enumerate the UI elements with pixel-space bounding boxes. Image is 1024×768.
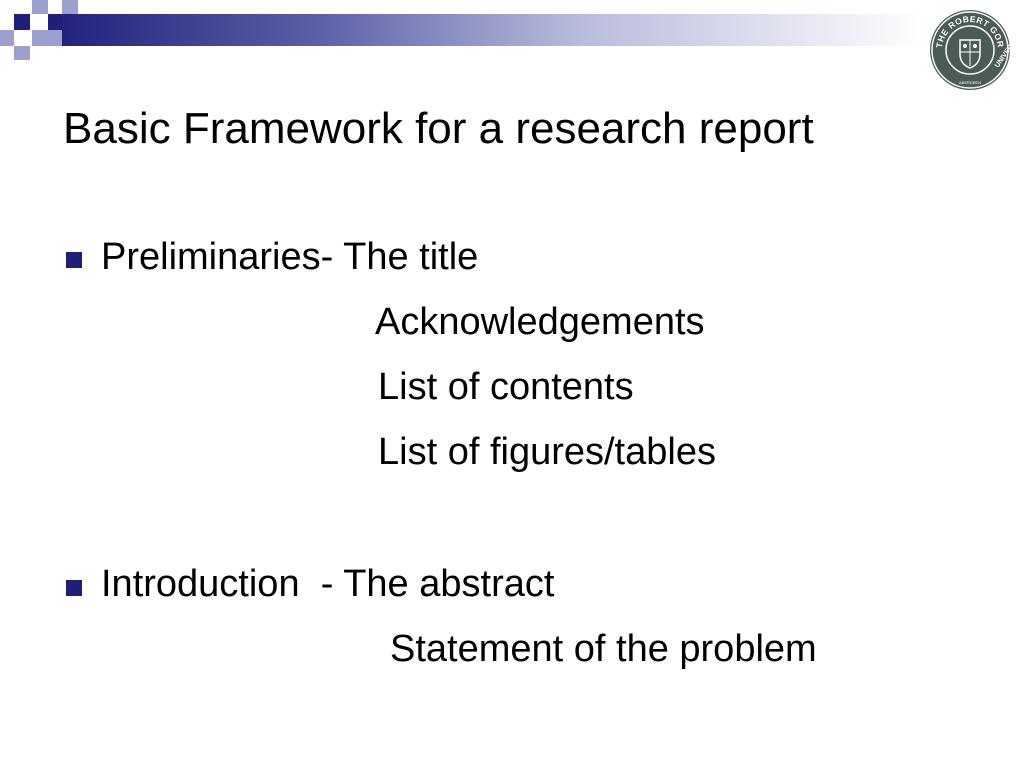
bullet-continuation: List of figures/tables [378,431,716,473]
slide-title: Basic Framework for a research report [63,104,814,153]
university-seal-logo: THE ROBERT GORDON UNIVERSITY ABERDEEN [924,0,1024,92]
bullet-continuation: Statement of the problem [390,628,817,670]
bullet-continuation: Acknowledgements [375,301,705,343]
bullet-marker [66,580,82,596]
header-gradient-bar [48,14,928,46]
bullet-continuation: List of contents [378,366,634,408]
bullet-lead-introduction: Introduction - The abstract [101,563,555,605]
bullet-lead-preliminaries: Preliminaries- The title [101,236,479,278]
svg-text:ABERDEEN: ABERDEEN [959,80,981,85]
bullet-marker [66,252,82,268]
